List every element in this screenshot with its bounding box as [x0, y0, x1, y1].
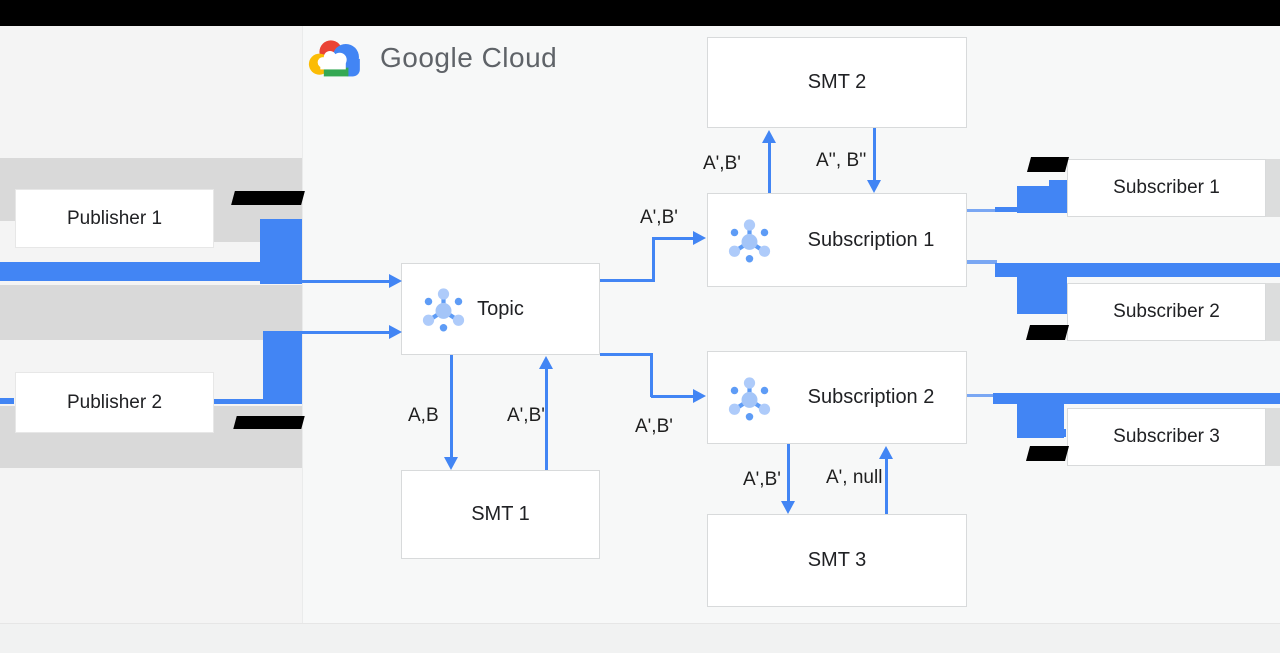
edge-label-topic-sub2: A',B'	[635, 416, 673, 437]
edge-sub2-smt3	[787, 444, 790, 502]
connector-sub1-subscriber1-line	[967, 209, 997, 212]
arrowhead-down-icon	[444, 457, 458, 470]
edge-label-smt2-sub1: A'', B''	[816, 150, 867, 171]
edge-sub1-smt2	[768, 142, 771, 193]
node-subscription-1: Subscription 1	[707, 193, 967, 287]
node-subscriber-1: Subscriber 1	[1067, 159, 1266, 217]
subscriber-2-label: Subscriber 2	[1113, 301, 1220, 322]
subscriber-1-label: Subscriber 1	[1113, 177, 1220, 198]
blue-stub-left	[0, 398, 14, 404]
edge-publisher1-topic	[300, 280, 390, 283]
node-publisher-2: Publisher 2	[15, 372, 214, 433]
top-black-bar	[0, 0, 1280, 26]
edge-label-smt1-topic: A',B'	[507, 405, 545, 426]
connector-sub2-subscriber3-notch	[1049, 429, 1066, 437]
edge-topic-sub1-seg2	[652, 237, 655, 282]
arrowhead-down-icon	[781, 501, 795, 514]
edge-smt1-topic	[545, 368, 548, 470]
pubsub-icon	[422, 288, 465, 332]
blue-band-1	[0, 262, 262, 281]
edge-topic-sub1-seg1	[600, 279, 655, 282]
smt-1-label: SMT 1	[471, 503, 530, 525]
redaction-bar-subscriber3	[1025, 446, 1070, 461]
edge-smt2-sub1	[873, 128, 876, 181]
arrowhead-up-icon	[762, 130, 776, 143]
google-cloud-icon	[308, 40, 366, 80]
edge-topic-sub2-seg2	[650, 353, 653, 397]
subscriber-3-side-band	[1266, 408, 1280, 466]
node-smt-2: SMT 2	[707, 37, 967, 128]
connector-sub1-subscriber2-column	[1017, 263, 1067, 314]
connector-sub1-subscriber2-notch	[1049, 306, 1067, 314]
arrowhead-down-icon	[867, 180, 881, 193]
connector-sub2-subscriber3-band	[993, 393, 1280, 404]
subscription-1-label: Subscription 1	[807, 228, 935, 251]
arrowhead-right-icon	[389, 325, 402, 339]
edge-label-topic-sub1: A',B'	[640, 207, 678, 228]
connector-sub1-subscriber1-notch	[1049, 180, 1067, 187]
subscriber-3-label: Subscriber 3	[1113, 426, 1220, 447]
arrowhead-up-icon	[879, 446, 893, 459]
publisher-2-label: Publisher 2	[66, 391, 163, 413]
publisher-1-label: Publisher 1	[66, 207, 163, 229]
pubsub-icon	[728, 219, 771, 263]
smt-3-label: SMT 3	[807, 549, 867, 571]
edge-label-sub1-smt2: A',B'	[703, 153, 741, 174]
topic-label: Topic	[477, 297, 524, 320]
left-panel-divider	[302, 26, 303, 623]
smt-2-label: SMT 2	[807, 71, 867, 93]
edge-topic-sub2-seg3	[651, 395, 694, 398]
subscriber-2-side-band	[1266, 283, 1280, 341]
node-topic: Topic	[401, 263, 600, 355]
bottom-strip	[0, 623, 1280, 653]
connector-sub1-subscriber1-line2	[995, 207, 1019, 212]
connector-sub1-subscriber1-block	[1017, 186, 1067, 213]
node-subscriber-3: Subscriber 3	[1067, 408, 1266, 466]
arrowhead-up-icon	[539, 356, 553, 369]
subscription-2-label: Subscription 2	[807, 386, 935, 408]
edge-topic-sub2-seg1	[600, 353, 653, 356]
arrowhead-right-icon	[389, 274, 402, 288]
blue-block-1	[260, 219, 302, 284]
node-publisher-1: Publisher 1	[15, 189, 214, 248]
arrowhead-right-icon	[693, 389, 706, 403]
redaction-bar-left-2	[233, 416, 305, 429]
edge-label-sub2-smt3: A',B'	[743, 469, 781, 490]
pubsub-icon	[728, 376, 771, 420]
node-subscription-2: Subscription 2	[707, 351, 967, 444]
gray-band-2	[0, 285, 302, 340]
edge-label-topic-smt1: A,B	[408, 405, 439, 426]
edge-label-smt3-sub2: A', null	[826, 467, 883, 488]
node-subscriber-2: Subscriber 2	[1067, 283, 1266, 341]
google-cloud-logo-text: Google Cloud	[380, 42, 558, 73]
google-cloud-logo: Google Cloud	[308, 36, 557, 80]
edge-topic-smt1	[450, 355, 453, 458]
arrowhead-right-icon	[693, 231, 706, 245]
redaction-bar-subscriber2	[1025, 325, 1070, 340]
node-smt-1: SMT 1	[401, 470, 600, 559]
connector-sub2-subscriber3-line	[967, 394, 997, 397]
blue-block-2	[263, 331, 302, 404]
blue-stub-mid	[214, 399, 264, 404]
subscriber-1-side-band	[1266, 159, 1280, 217]
redaction-bar-subscriber1	[1026, 157, 1070, 172]
node-smt-3: SMT 3	[707, 514, 967, 607]
edge-publisher2-topic	[300, 331, 390, 334]
edge-smt3-sub2	[885, 458, 888, 514]
edge-topic-sub1-seg3	[653, 237, 694, 240]
connector-sub1-subscriber2-line	[967, 260, 997, 264]
redaction-bar-left-1	[231, 191, 305, 205]
